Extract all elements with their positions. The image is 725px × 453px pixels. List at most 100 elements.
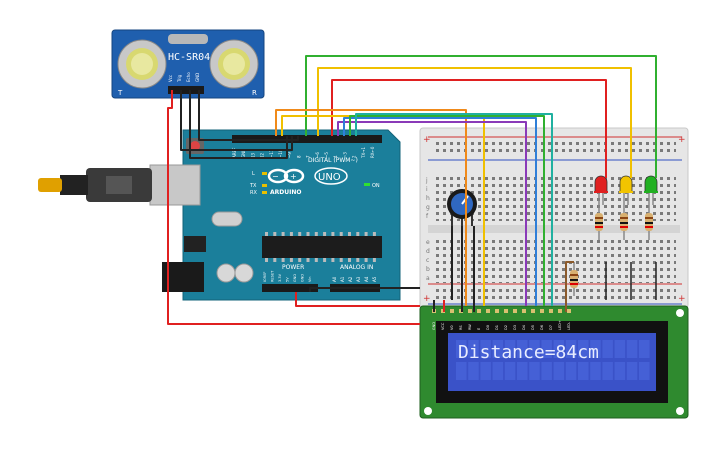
sensor-pin-label: GND	[195, 73, 200, 82]
analog-pin-label: A1	[340, 276, 345, 282]
row-letters-bottom: e d c b a	[426, 239, 430, 282]
wire-lcd-rs	[275, 109, 467, 306]
digital-pin-label: ~11	[269, 149, 274, 158]
digital-pin-label: 2	[352, 155, 357, 158]
resistor	[570, 262, 578, 296]
row-letter: e	[426, 239, 430, 246]
analog-pin-label: A3	[356, 276, 361, 282]
lcd-pin-label: D5	[531, 325, 535, 330]
brand-text: ARDUINO	[270, 189, 301, 196]
lcd-char-cell	[492, 362, 504, 380]
wire-lcd-d7	[355, 113, 553, 306]
lcd-pin	[495, 309, 499, 313]
digital-pin-label: 8	[296, 155, 301, 158]
lcd-pin	[549, 309, 553, 313]
lcd-char-cell	[639, 340, 650, 358]
chip-leg	[306, 258, 310, 262]
lcd-pin-label: D2	[504, 325, 508, 330]
lcd-pin	[504, 309, 508, 313]
lcd-char-cell	[468, 340, 479, 358]
lcd-character-grid	[456, 340, 650, 380]
chip-leg	[372, 232, 376, 236]
yellow-led	[619, 175, 633, 205]
wire-5v	[295, 292, 420, 307]
wire-red-led	[331, 79, 607, 178]
power-pin-label: RESET	[271, 270, 275, 282]
sensor-pin-label: Vcc	[168, 75, 173, 82]
lcd-char-cell	[590, 340, 601, 358]
chip-pins	[265, 232, 376, 262]
digital-pin-label: 12	[260, 152, 265, 158]
chip-leg	[331, 232, 335, 236]
lcd-pin-label: D6	[540, 325, 544, 330]
svg-text:+: +	[290, 172, 297, 181]
power-label: POWER	[282, 264, 304, 271]
potentiometer[interactable]	[447, 189, 477, 226]
lcd-pin	[486, 309, 490, 313]
analog-pin-label: A2	[348, 276, 353, 282]
chip-leg	[314, 232, 318, 236]
digital-pin-label: RX←0	[370, 146, 375, 158]
digital-pin-label: TX→1	[361, 146, 366, 159]
digital-pin-label: ~6	[315, 152, 320, 158]
model-text: UNO	[318, 172, 341, 183]
digital-header	[232, 135, 382, 143]
chip-leg	[372, 258, 376, 262]
resistor	[620, 205, 628, 240]
row-letters-top: j i h g f	[425, 177, 430, 220]
wire-green-led	[305, 55, 657, 178]
lcd-char-cell	[504, 340, 516, 358]
arduino-logo: − + UNO ARDUINO	[267, 167, 348, 196]
power-pin-label: IOREF	[263, 272, 267, 282]
wire-gnd	[309, 287, 420, 292]
usb-port	[149, 164, 201, 206]
chip-leg	[265, 258, 268, 262]
chip-leg	[281, 258, 285, 262]
lcd-pin-label: D1	[495, 325, 499, 330]
svg-text:+: +	[423, 135, 431, 145]
lcd-char-cell	[456, 362, 467, 380]
lcd-pin-label: GND	[432, 322, 436, 330]
wire-yellow-led	[317, 67, 632, 178]
power-pin-label: GND	[293, 274, 297, 282]
lcd-char-cell	[590, 362, 601, 380]
breadboard: + + + + j i h g f e d c b a	[419, 127, 689, 309]
chip-leg	[348, 258, 351, 262]
power-pin-label: 5V	[286, 277, 290, 282]
analog-pin-label: A0	[332, 276, 337, 282]
wire-lcd-d4	[337, 121, 527, 306]
lcd-char-cell	[578, 362, 589, 380]
green-led	[644, 175, 658, 205]
chip-leg	[323, 232, 327, 236]
analog-pin-label: A5	[372, 276, 377, 282]
led-group	[594, 175, 658, 205]
status-leds: L TX RX ON	[249, 171, 380, 196]
lcd-char-cell	[639, 362, 650, 380]
lcd-pin-label: RW	[468, 324, 472, 330]
lcd-pin-label: VCC	[441, 322, 445, 330]
svg-text:+: +	[678, 135, 686, 145]
sensor-model: HC-SR04	[168, 52, 210, 63]
power-pin-label: 3.3V	[278, 273, 282, 282]
lcd-text: Distance=84cm	[458, 342, 599, 363]
digital-pin-label: ~5	[324, 152, 329, 158]
chip-leg	[273, 232, 277, 236]
digital-label: DIGITAL (PWM~)	[308, 157, 358, 164]
lcd-char-cell	[541, 362, 552, 380]
wire-sensor-vcc	[167, 90, 420, 325]
lcd-pin	[531, 309, 535, 313]
analog-label: ANALOG IN	[340, 264, 373, 271]
row-letter: i	[426, 186, 428, 193]
row-letter: f	[426, 213, 429, 220]
lcd-char-cell	[602, 362, 613, 380]
capacitor	[216, 263, 236, 283]
lcd-pin-label: LED+	[558, 320, 562, 330]
lcd-pin-label: D7	[549, 325, 553, 330]
chip-leg	[331, 258, 335, 262]
lcd-pin	[522, 309, 526, 313]
reset-button-cap[interactable]	[190, 141, 200, 151]
lcd-char-cell	[565, 362, 577, 380]
